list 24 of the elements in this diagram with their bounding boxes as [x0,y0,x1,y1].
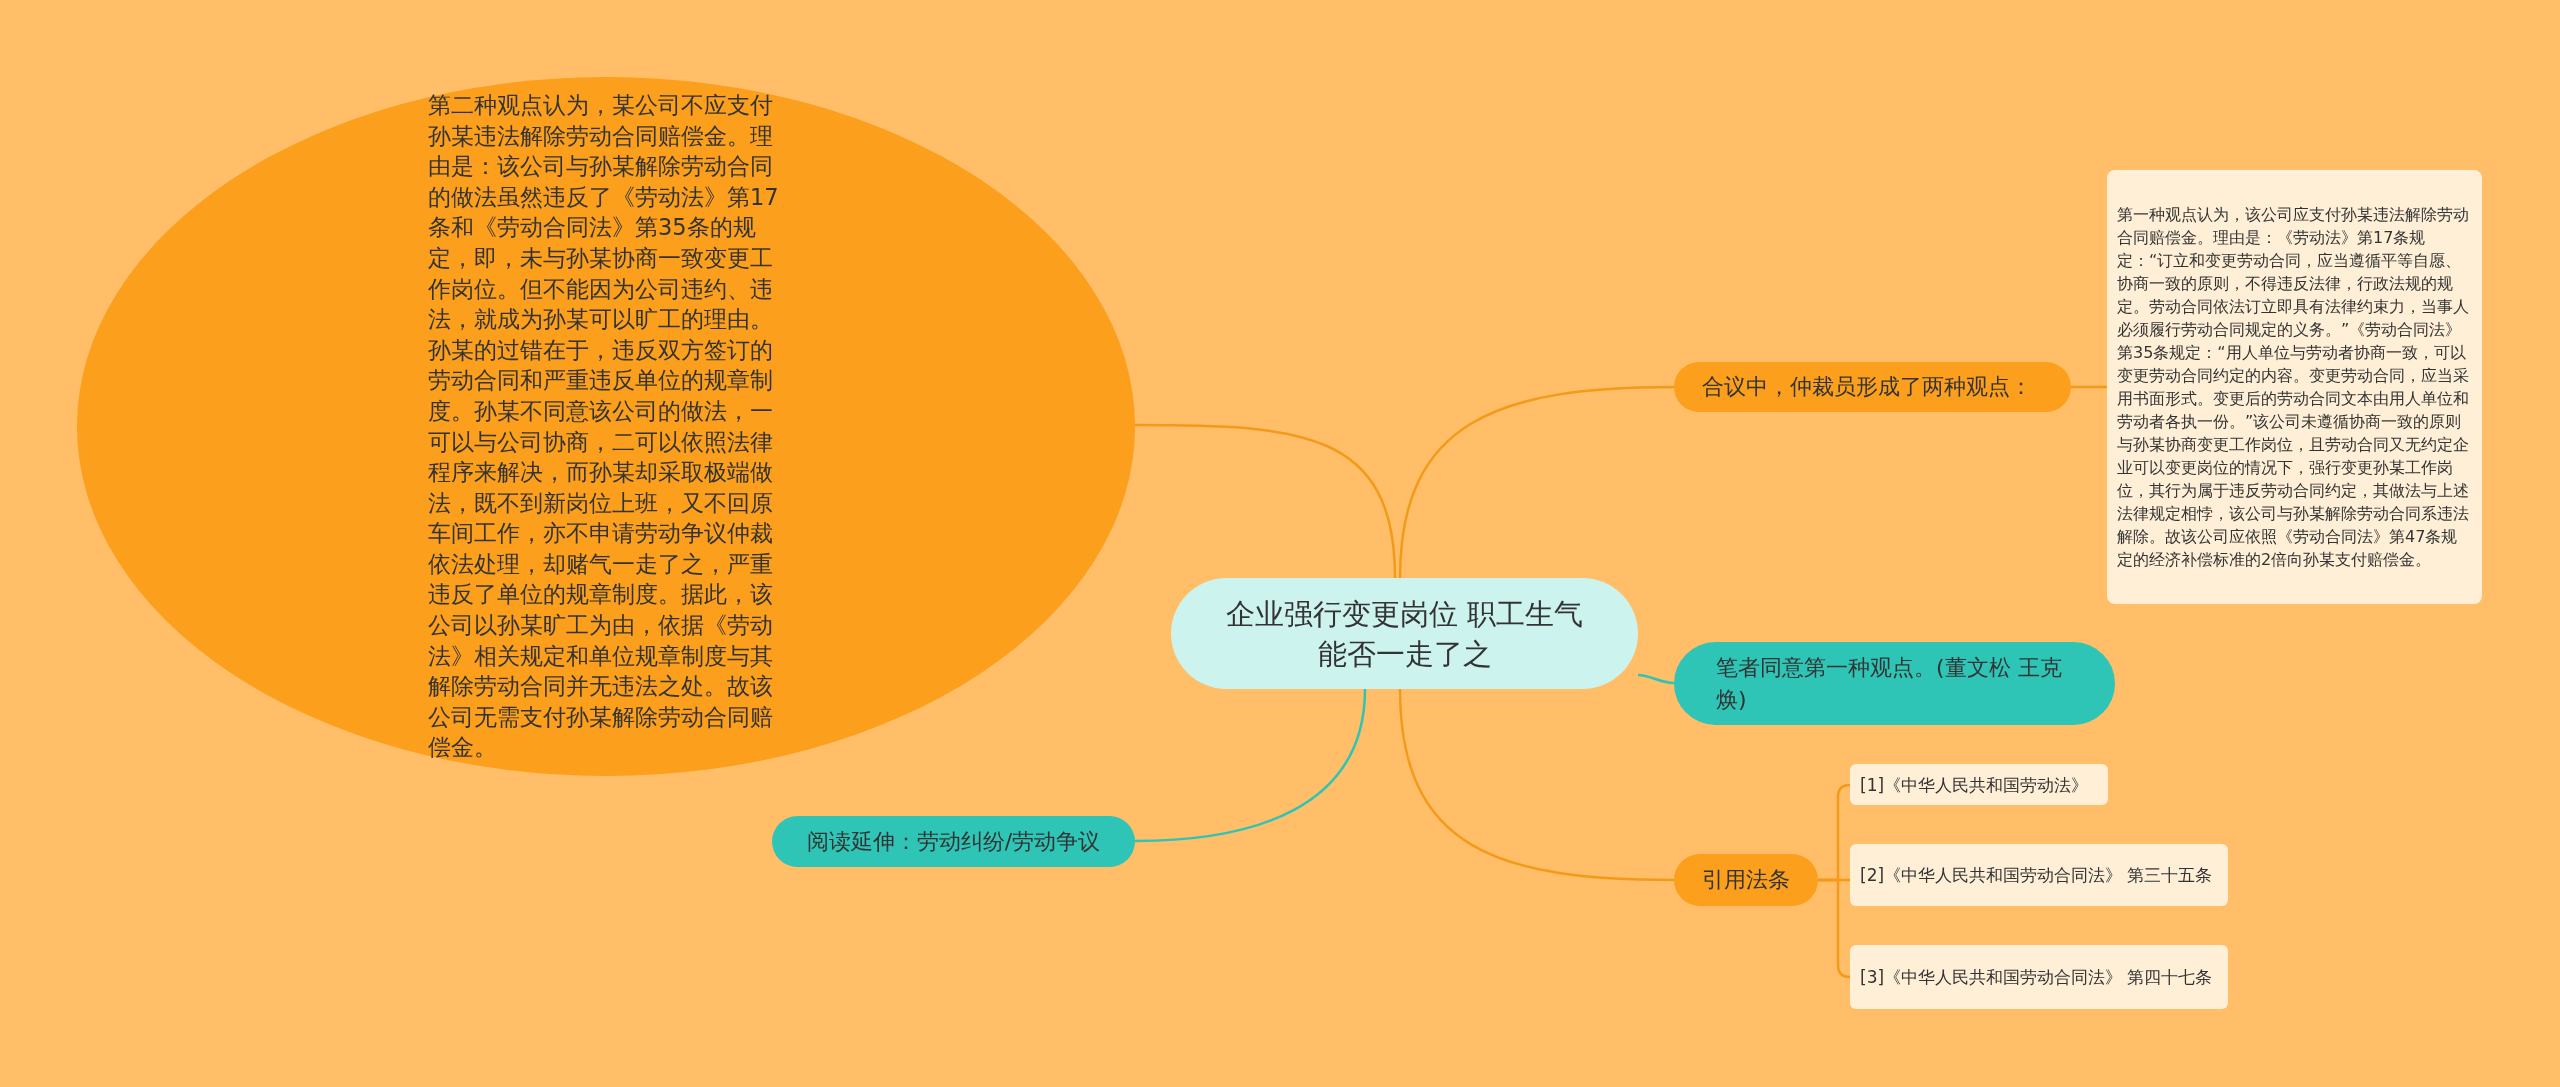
node-text: 企业强行变更岗位 职工生气能否一走了之 [1224,595,1585,673]
branch-box [1674,362,2071,412]
note-card [2107,170,2482,604]
connector-line [1134,688,1367,843]
connector-line [2071,385,2107,389]
branch-box [1674,854,1818,906]
node-text: 合议中，仲裁员形成了两种观点： [1702,373,2033,401]
node-text: 第一种观点认为，该公司应支付孙某违法解除劳动合同赔偿金。理由是：《劳动法》第17条规定：“订立和变更劳动合同，应当遵循平等自愿、协商一致的原则，不得违反法律，行政法规的规定。劳动合同依法订立即具有法律约束力，当事人必须履行劳动合同规定的义务。”《劳动合同法》第35条规定：“用人单位与劳动者协商一致，可以变更劳动合同约定的内容。变更劳动合同，应当采用书面形式。变更后的劳动合同文本由用人单位和劳动者各执一份。”该公司未遵循协商一致的原则与孙某协商变更工作岗位，且劳动合同又无约定企业可以变更岗位的情况下，强行变更孙某工作岗位，其行为属于违反劳动合同约定，其做法与上述法律规定相悖，该公司与孙某解除劳动合同系违法解除。故该公司应依照《劳动合同法》第47条规定的经济补偿标准的2倍向孙某支付赔偿金。 [2117,204,2470,571]
connector-line [1637,673,1675,685]
connector-line [1818,878,1851,979]
node-text: [1]《中华人民共和国劳动法》 [1860,773,2090,796]
reference-card [1850,945,2228,1009]
reference-card [1850,844,2228,906]
connector-line [1398,688,1675,882]
connector-line [1398,385,1675,579]
node-text: 引用法条 [1701,866,1791,894]
reference-card [1850,764,2108,805]
node-text: 第二种观点认为，某公司不应支付孙某违法解除劳动合同赔偿金。理由是：该公司与孙某解除劳动合同的做法虽然违反了《劳动法》第17条和《劳动合同法》第35条的规定，即，未与孙某协商一致变更工作岗位。但不能因为公司违约、违法，就成为孙某可以旷工的理由。孙某的过错在于，违反双方签订的劳动合同和严重违反单位的规章制度。孙某不同意该公司的做法，一可以与公司协商，二可以依照法律程序来解决，而孙某却采取极端做法，既不到新岗位上班，又不回原车间工作，亦不申请劳动争议仲裁依法处理，却赌气一走了之，严重违反了单位的规章制度。据此，该公司以孙某旷工为由，依据《劳动法》相关规定和单位规章制度与其解除劳动合同并无违法之处。故该公司无需支付孙某解除劳动合同赔偿金。 [428,90,780,763]
node-text: 笔者同意第一种观点。(董文松 王克焕) [1716,653,2063,714]
node-text: [2]《中华人民共和国劳动合同法》 第三十五条 [1860,864,2214,886]
branch-box [772,816,1135,867]
node-text: [3]《中华人民共和国劳动合同法》 第四十七条 [1860,966,2214,988]
connector-line [1135,423,1397,579]
node-text: 阅读延伸：劳动纠纷/劳动争议 [805,827,1102,856]
